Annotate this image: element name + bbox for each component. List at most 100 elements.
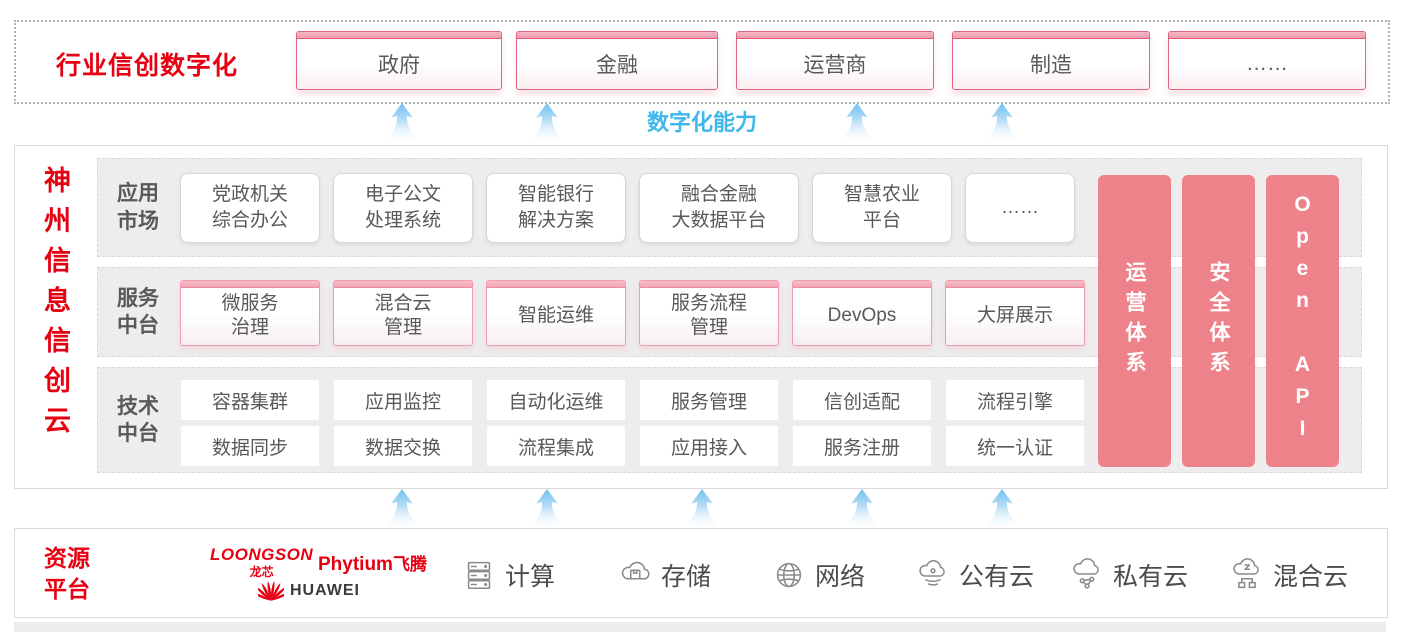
public-cloud-icon <box>919 560 945 586</box>
app-market-row: 党政机关 综合办公 电子公文 处理系统 智能银行 解决方案 融合金融 大数据平台… <box>180 173 1075 243</box>
up-arrow-icon <box>385 489 419 526</box>
tech-box: 应用接入 <box>639 425 779 467</box>
tech-box: 数据交换 <box>333 425 473 467</box>
pillar-label: Open API <box>1291 193 1314 449</box>
industry-box-accent <box>953 32 1149 39</box>
app-box: 融合金融 大数据平台 <box>639 173 799 243</box>
service-box-accent <box>181 281 319 288</box>
service-box-accent <box>640 281 778 288</box>
tech-box: 服务管理 <box>639 379 779 421</box>
phytium-wordmark: Phytium <box>318 554 393 575</box>
service-box-label: 智能运维 <box>517 305 594 327</box>
industry-box-accent <box>737 32 933 39</box>
industry-box-label: 运营商 <box>803 53 867 77</box>
up-arrow-icon <box>685 489 719 526</box>
industry-box-label: …… <box>1246 51 1288 75</box>
huawei-flower-icon <box>258 580 284 601</box>
service-box-accent <box>334 281 472 288</box>
pillar-open-api: Open API <box>1266 175 1339 467</box>
resource-item-label: 私有云 <box>1113 563 1189 591</box>
phytium-logo: Phytium 飞腾 <box>318 550 427 576</box>
tech-platform-row-1: 容器集群 应用监控 自动化运维 服务管理 信创适配 流程引擎 <box>180 379 1085 421</box>
resource-item-label: 混合云 <box>1273 563 1349 591</box>
app-box: 党政机关 综合办公 <box>180 173 320 243</box>
server-icon <box>467 561 491 590</box>
service-box-accent <box>946 281 1084 288</box>
tech-box: 自动化运维 <box>486 379 626 421</box>
pillar-label: 运营体系 <box>1123 261 1146 381</box>
service-box-accent <box>793 281 931 288</box>
bottom-divider <box>14 622 1386 632</box>
resource-item-label: 网络 <box>815 563 866 591</box>
industry-box-telecom: 运营商 <box>736 31 934 90</box>
resource-label: 资源 平台 <box>44 545 90 603</box>
service-box-label: 大屏展示 <box>976 305 1053 327</box>
service-box: DevOps <box>792 280 932 346</box>
resource-panel <box>14 528 1388 618</box>
loongson-logo: LOONGSON 龙芯 <box>210 545 313 580</box>
row-label-app-market: 应用 市场 <box>117 182 159 233</box>
up-arrow-icon <box>845 489 879 526</box>
tech-box: 服务注册 <box>792 425 932 467</box>
storage-cloud-icon <box>621 561 650 580</box>
resource-item-label: 计算 <box>505 563 556 591</box>
tech-box: 信创适配 <box>792 379 932 421</box>
private-cloud-icon <box>1073 558 1099 589</box>
service-box-label: 微服务 治理 <box>221 293 279 338</box>
pillar-operations-system: 运营体系 <box>1098 175 1171 467</box>
resource-item-hybrid-cloud: 混合云 <box>1228 556 1348 594</box>
app-box: 电子公文 处理系统 <box>333 173 473 243</box>
app-box: 智慧农业 平台 <box>812 173 952 243</box>
resource-item-network: 网络 <box>770 556 865 594</box>
banner-title: 行业信创数字化 <box>56 52 239 80</box>
service-box: 智能运维 <box>486 280 626 346</box>
network-globe-icon <box>776 562 802 588</box>
service-box: 服务流程 管理 <box>639 280 779 346</box>
app-box: 智能银行 解决方案 <box>486 173 626 243</box>
industry-box-label: 金融 <box>596 53 638 77</box>
industry-box-finance: 金融 <box>516 31 718 90</box>
loongson-wordmark: LOONGSON <box>210 545 314 564</box>
row-label-service-platform: 服务 中台 <box>117 286 159 337</box>
platform-title: 神州信息信创云 <box>40 166 70 446</box>
service-box-accent <box>487 281 625 288</box>
service-box: 微服务 治理 <box>180 280 320 346</box>
tech-platform-row-2: 数据同步 数据交换 流程集成 应用接入 服务注册 统一认证 <box>180 425 1085 467</box>
huawei-logo: HUAWEI <box>258 580 360 602</box>
industry-box-accent <box>297 32 501 39</box>
industry-box-label: 政府 <box>378 53 420 77</box>
industry-box-more: …… <box>1168 31 1366 90</box>
hybrid-cloud-icon <box>1233 558 1259 589</box>
up-arrow-icon <box>385 103 419 140</box>
tech-box: 流程集成 <box>486 425 626 467</box>
capability-label: 数字化能力 <box>646 110 757 135</box>
service-box-label: 服务流程 管理 <box>670 293 747 338</box>
up-arrow-icon <box>840 103 874 140</box>
resource-item-public-cloud: 公有云 <box>914 556 1034 594</box>
service-box-label: 混合云 管理 <box>374 293 432 338</box>
up-arrow-icon <box>530 103 564 140</box>
row-label-tech-platform: 技术 中台 <box>117 394 159 445</box>
service-box: 大屏展示 <box>945 280 1085 346</box>
resource-item-label: 存储 <box>661 563 712 591</box>
industry-box-label: 制造 <box>1030 53 1072 77</box>
resource-item-compute: 计算 <box>460 556 555 594</box>
up-arrow-icon <box>985 103 1019 140</box>
resource-item-private-cloud: 私有云 <box>1068 556 1188 594</box>
service-box: 混合云 管理 <box>333 280 473 346</box>
up-arrow-icon <box>530 489 564 526</box>
resource-item-label: 公有云 <box>959 563 1035 591</box>
industry-box-accent <box>517 32 717 39</box>
phytium-chinese: 飞腾 <box>392 555 427 574</box>
tech-box: 统一认证 <box>945 425 1085 467</box>
industry-box-accent <box>1169 32 1365 39</box>
loongson-chinese: 龙芯 <box>249 565 274 579</box>
app-box-more: …… <box>965 173 1075 243</box>
huawei-wordmark: HUAWEI <box>290 582 360 599</box>
service-box-label: DevOps <box>827 305 897 327</box>
service-platform-row: 微服务 治理 混合云 管理 智能运维 服务流程 管理 DevOps 大屏展示 <box>180 280 1085 346</box>
industry-box-manufacturing: 制造 <box>952 31 1150 90</box>
industry-box-government: 政府 <box>296 31 502 90</box>
pillar-label: 安全体系 <box>1207 261 1230 381</box>
